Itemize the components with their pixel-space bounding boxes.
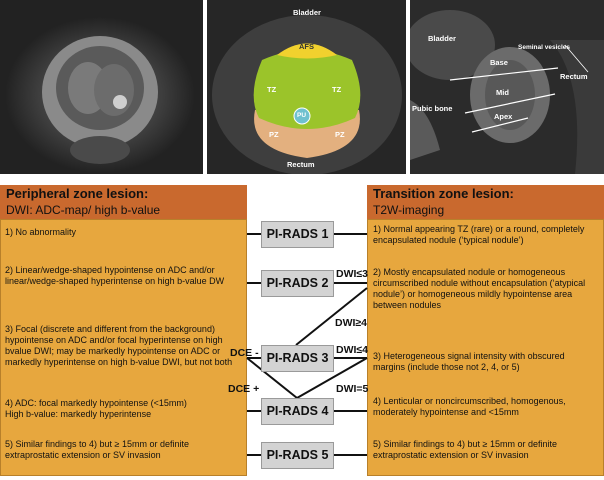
- pz-item-5: 5) Similar findings to 4) but ≥ 15mm or …: [5, 439, 190, 460]
- sagittal-mri-image: Bladder Seminal vesicles Base Mid Apex R…: [410, 0, 604, 174]
- zone-label-tz-right: TZ: [332, 85, 342, 94]
- sag-label-mid: Mid: [496, 88, 509, 97]
- sagittal-mri-drawing: [410, 0, 604, 174]
- transition-zone-subtitle: T2W-imaging: [373, 203, 445, 217]
- sag-label-pubic-bone: Pubic bone: [412, 104, 453, 113]
- sag-label-seminal-vesicles: Seminal vesicles: [518, 44, 571, 51]
- sag-label-rectum: Rectum: [560, 72, 588, 81]
- label-dwi-eq5: DWI=5: [336, 383, 369, 395]
- peripheral-zone-title: Peripheral zone lesion:: [6, 186, 149, 201]
- tz-item-3: 3) Heterogeneous signal intensity with o…: [373, 351, 565, 372]
- pz-item-1: 1) No abnormality: [5, 227, 77, 237]
- afs-region: [277, 43, 337, 59]
- zone-label-bladder: Bladder: [293, 8, 321, 17]
- apex-lower-line: [471, 117, 529, 133]
- label-dce-plus: DCE +: [228, 383, 260, 395]
- tz-item-2: 2) Mostly encapsulated nodule or homogen…: [373, 267, 586, 310]
- pu-region: [293, 107, 311, 125]
- peripheral-zone-panel: 1) No abnormality 2) Linear/wedge-shaped…: [0, 219, 247, 476]
- apex-line: [464, 93, 556, 114]
- pirads-1-box: PI-RADS 1: [261, 221, 334, 248]
- tz-item-1: 1) Normal appearing TZ (rare) or a round…: [373, 224, 585, 245]
- transition-zone-header: Transition zone lesion: T2W-imaging: [367, 185, 604, 219]
- sag-label-apex: Apex: [494, 112, 513, 121]
- peripheral-zone-subtitle: DWI: ADC-map/ high b-value: [6, 203, 161, 217]
- zone-label-rectum: Rectum: [287, 160, 315, 169]
- sag-label-base: Base: [490, 58, 508, 67]
- axial-mri-drawing: [0, 0, 203, 174]
- base-line: [449, 67, 559, 81]
- zone-label-afs: AFS: [299, 42, 314, 51]
- tz-item-5: 5) Similar findings to 4) but ≥ 15mm or …: [373, 439, 558, 460]
- pirads-4-box: PI-RADS 4: [261, 398, 334, 425]
- zone-label-pz-left: PZ: [269, 130, 279, 139]
- transition-zone-title: Transition zone lesion:: [373, 186, 514, 201]
- label-dwi-ge4: DWI≥4: [335, 317, 368, 329]
- pz-item-3: 3) Focal (discrete and different from th…: [5, 324, 233, 367]
- pirads-2-box: PI-RADS 2: [261, 270, 334, 297]
- sag-label-bladder: Bladder: [428, 34, 456, 43]
- transition-zone-panel: 1) Normal appearing TZ (rare) or a round…: [367, 219, 604, 476]
- zone-label-pu: PU: [297, 112, 307, 119]
- pz-item-4: 4) ADC: focal markedly hypointense (<15m…: [5, 398, 187, 419]
- label-dwi-le3: DWI≤3: [336, 268, 369, 280]
- label-dce-minus: DCE -: [230, 347, 259, 359]
- pirads-3-box: PI-RADS 3: [261, 345, 334, 372]
- zonal-anatomy-drawing: [207, 0, 406, 174]
- pz-item-2: 2) Linear/wedge-shaped hypointense on AD…: [5, 265, 225, 286]
- pirads-5-box: PI-RADS 5: [261, 442, 334, 469]
- peripheral-zone-header: Peripheral zone lesion: DWI: ADC-map/ hi…: [0, 185, 247, 219]
- zonal-anatomy-image: Bladder AFS TZ TZ PU PZ PZ Rectum: [207, 0, 406, 174]
- zone-label-pz-right: PZ: [335, 130, 345, 139]
- axial-mri-image: [0, 0, 203, 174]
- tz-region: [253, 50, 361, 129]
- tz-item-4: 4) Lenticular or noncircumscribed, homog…: [373, 396, 566, 417]
- label-dwi-le4: DWI≤4: [336, 344, 369, 356]
- zone-label-tz-left: TZ: [267, 85, 277, 94]
